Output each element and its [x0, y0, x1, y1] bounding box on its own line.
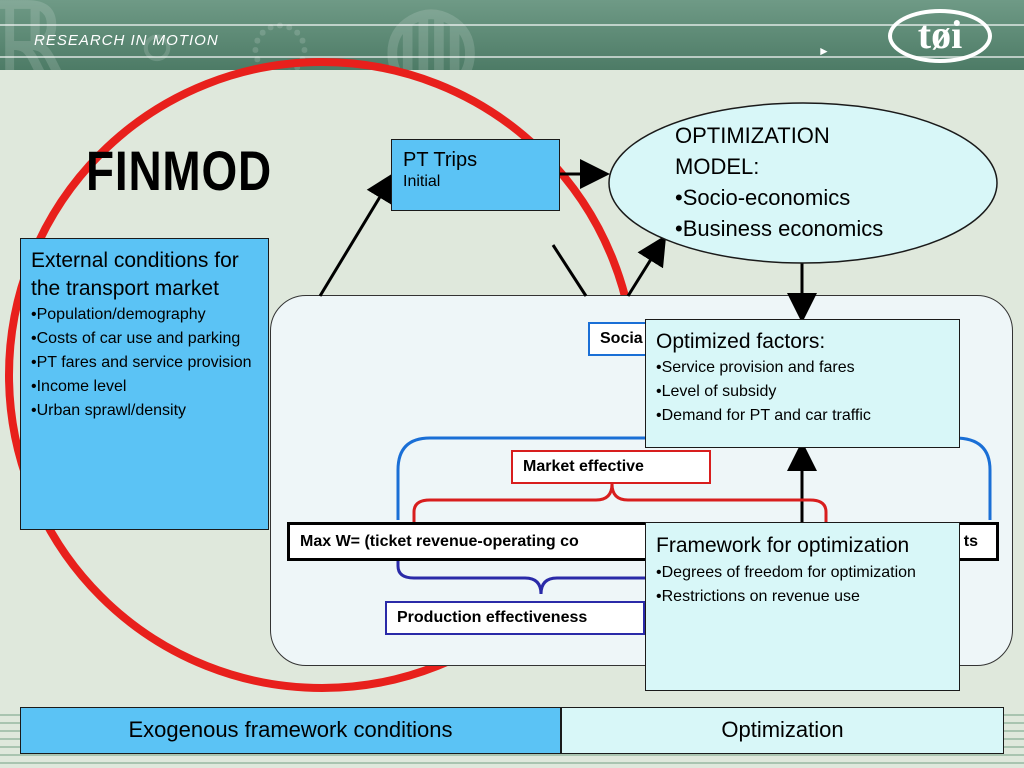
- toi-logo: tøi: [888, 9, 992, 63]
- optimized-factors-heading: Optimized factors:: [656, 330, 826, 353]
- arrow-to-pt-trips: [318, 171, 396, 297]
- bullet: Income level: [31, 375, 258, 399]
- bullet: Restrictions on revenue use: [656, 585, 949, 609]
- slide-title: FINMOD: [86, 139, 273, 202]
- formula-right: ts: [963, 533, 978, 550]
- framework-bullets: Degrees of freedom for optimization Rest…: [656, 561, 949, 609]
- bullet: Urban sprawl/density: [31, 399, 258, 423]
- header-banner: ℝ ◦ ◌ ◍ RESEARCH IN MOTION ► tøi: [0, 0, 1024, 70]
- bullet: Degrees of freedom for optimization: [656, 561, 949, 585]
- bullet: Costs of car use and parking: [31, 327, 258, 351]
- optimized-factors-bullets: Service provision and fares Level of sub…: [656, 356, 949, 428]
- opt-model-line: MODEL:: [675, 154, 760, 179]
- footer-optimization: Optimization: [561, 707, 1004, 754]
- market-effective-box: Market effective: [511, 450, 711, 484]
- formula-left: Max W= (ticket revenue-operating co: [300, 533, 579, 550]
- optimized-factors-box: Optimized factors: Service provision and…: [645, 319, 960, 448]
- opt-model-bullets: Socio-economics Business economics: [675, 182, 884, 244]
- line-down: [551, 244, 588, 297]
- external-conditions-bullets: Population/demography Costs of car use a…: [31, 303, 258, 423]
- arrow-icon: ►: [818, 44, 830, 58]
- pt-trips-sub: Initial: [403, 173, 441, 190]
- pt-trips-heading: PT Trips: [403, 149, 478, 171]
- external-conditions-heading: External conditions for the transport ma…: [31, 249, 239, 300]
- header-line: [0, 24, 1024, 26]
- production-effectiveness-box: Production effectiveness: [385, 601, 645, 635]
- bullet: Level of subsidy: [656, 380, 949, 404]
- framework-heading: Framework for optimization: [656, 534, 910, 557]
- bullet: Business economics: [675, 213, 884, 244]
- arrow-up-to-model: [626, 234, 667, 297]
- red-brace: [412, 483, 828, 522]
- bullet: Socio-economics: [675, 182, 883, 213]
- opt-model-line: OPTIMIZATION: [675, 123, 830, 148]
- framework-box: Framework for optimization Degrees of fr…: [645, 522, 960, 691]
- external-conditions-box: External conditions for the transport ma…: [20, 238, 269, 530]
- optimization-model-text: OPTIMIZATION MODEL: Socio-economics Busi…: [675, 120, 883, 244]
- bullet: PT fares and service provision: [31, 351, 258, 375]
- bullet: Demand for PT and car traffic: [656, 404, 949, 428]
- header-tagline: RESEARCH IN MOTION: [34, 32, 219, 49]
- header-line: [0, 56, 1024, 58]
- navy-brace: [396, 560, 660, 595]
- pt-trips-box: PT Trips Initial: [391, 139, 560, 211]
- bullet: Population/demography: [31, 303, 258, 327]
- bullet: Service provision and fares: [656, 356, 949, 380]
- footer-exogenous: Exogenous framework conditions: [20, 707, 561, 754]
- header-watermark: ℝ ◦ ◌ ◍: [0, 0, 500, 70]
